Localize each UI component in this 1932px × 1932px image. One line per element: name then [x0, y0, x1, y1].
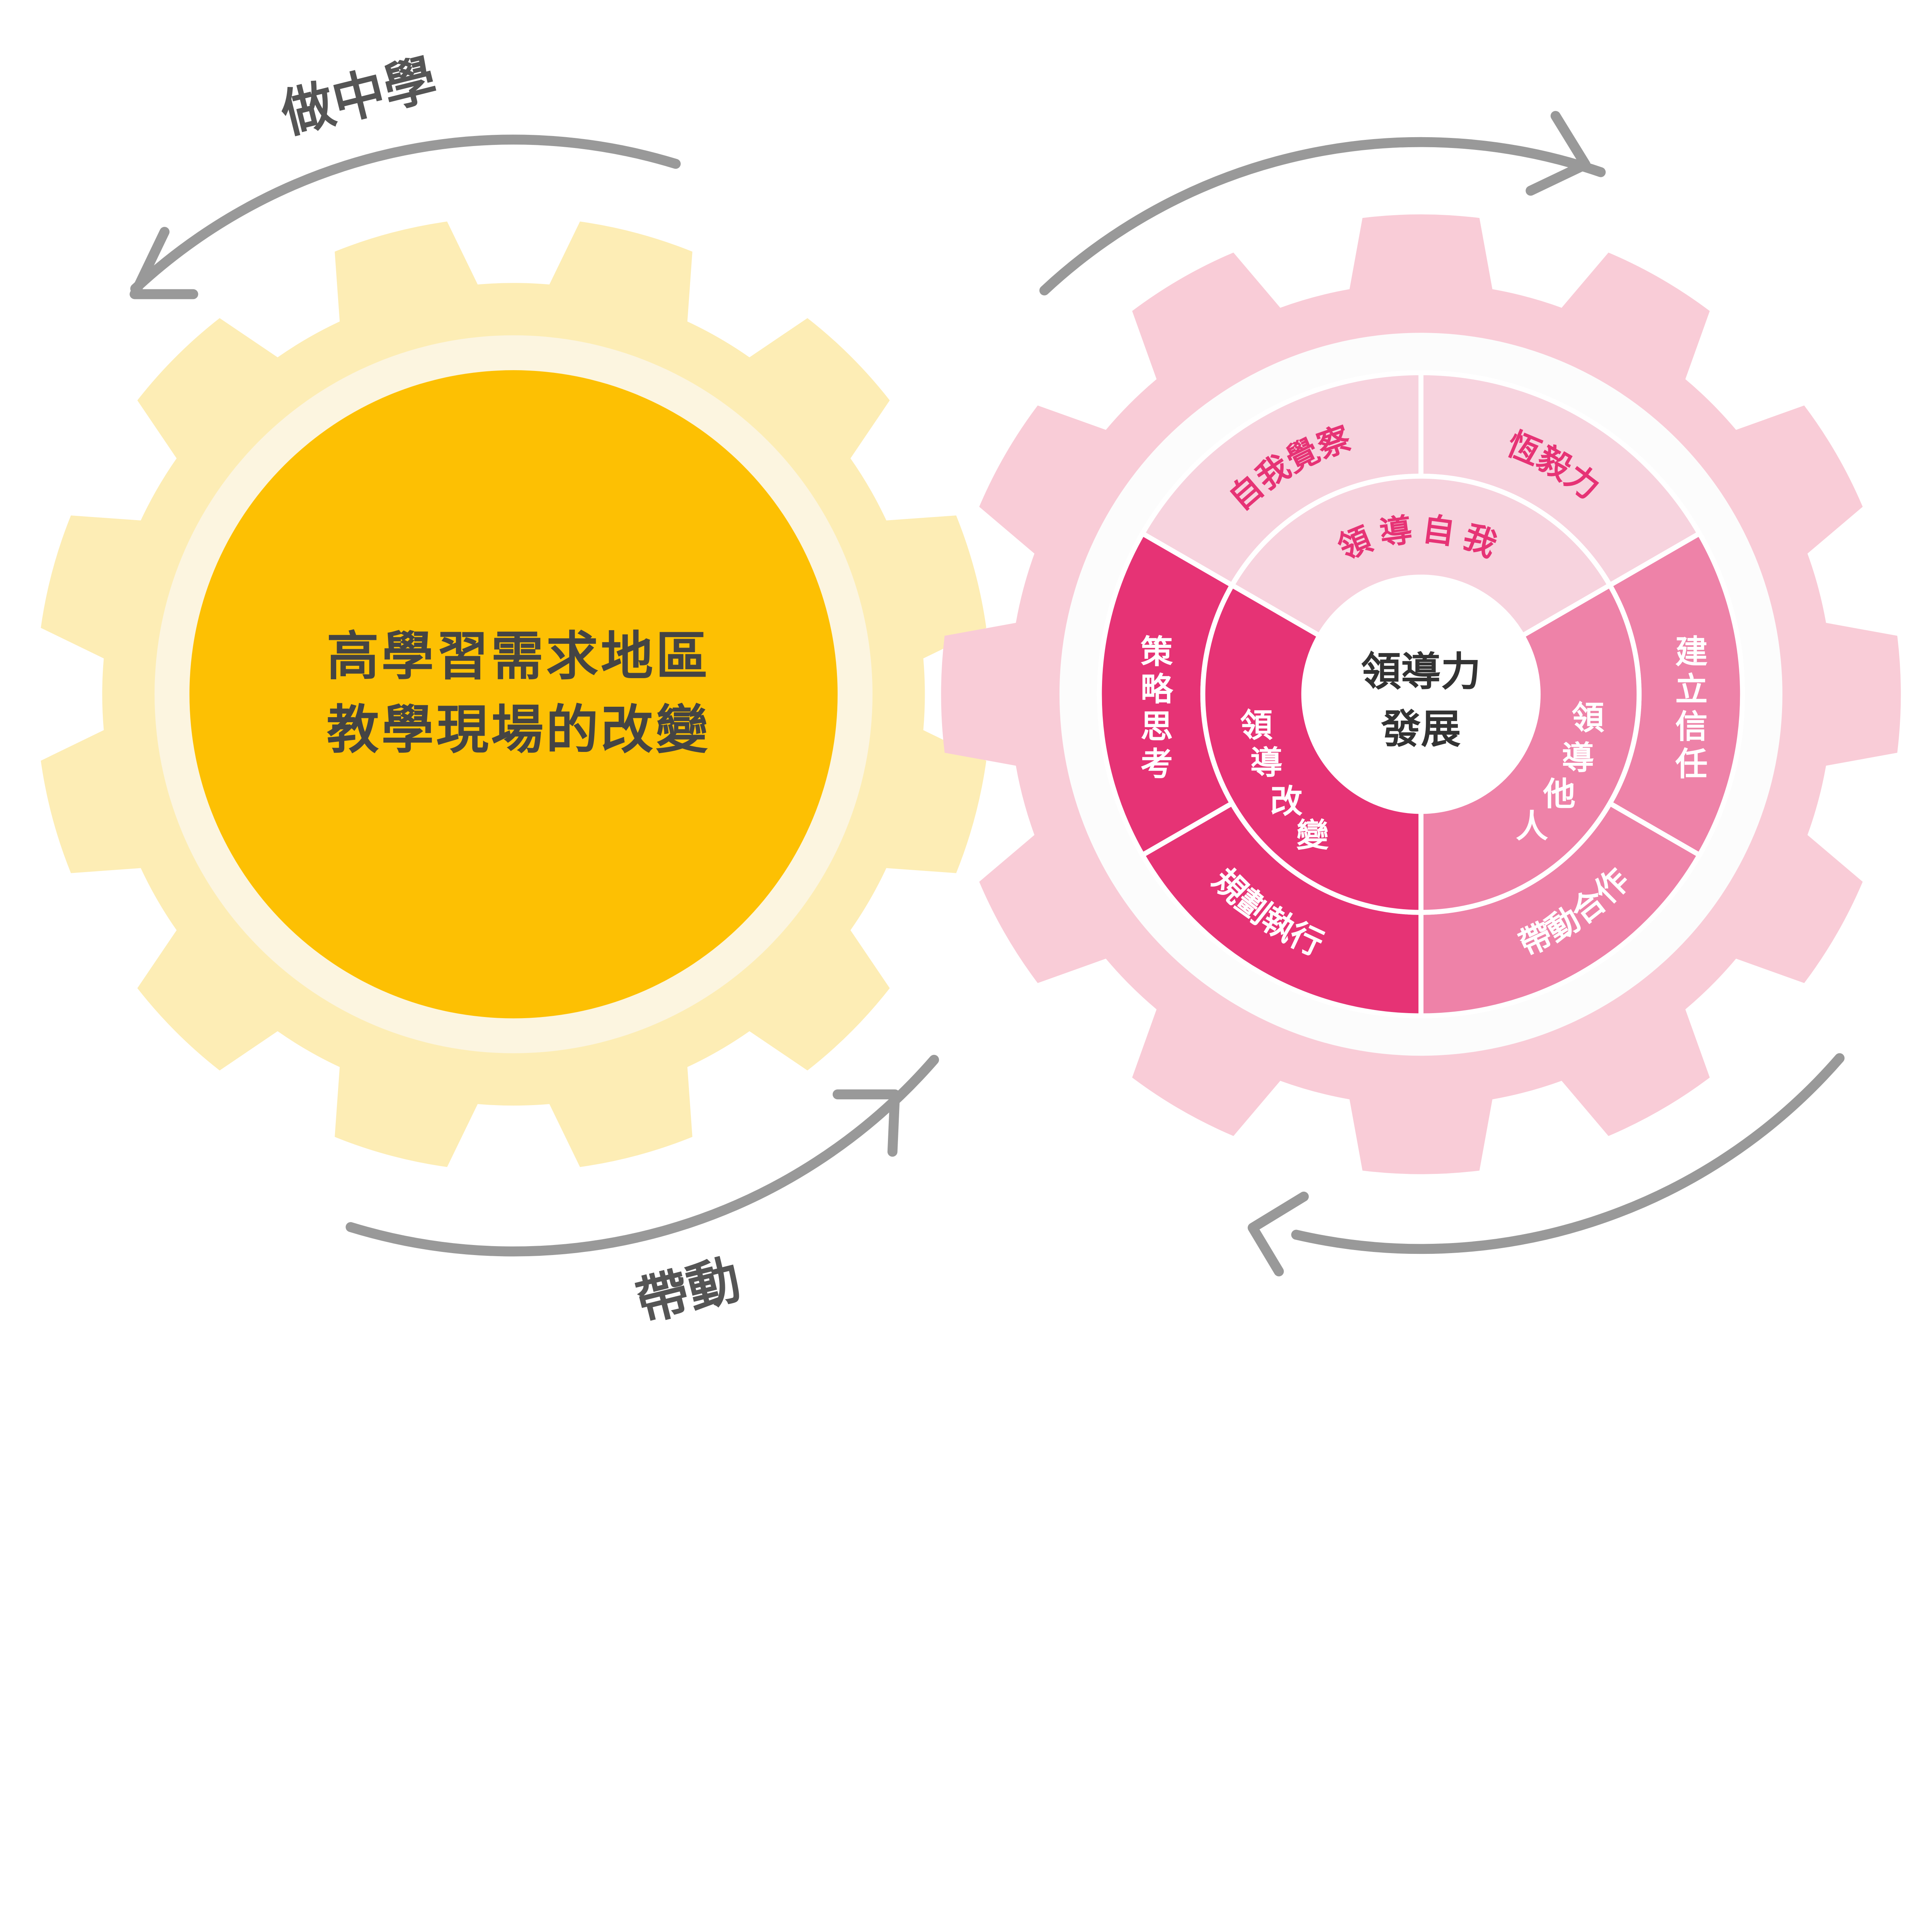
left-gear-title-line2: 教學現場的改變 [327, 699, 710, 760]
label-lead-others: 領導他人 [1516, 699, 1604, 845]
arrow-bottom-left [345, 1054, 939, 1257]
center-title-line2: 發展 [1381, 706, 1461, 753]
arrow-top-left [130, 134, 681, 294]
diagram-canvas: 高學習需求地區 教學現場的改變 領導力 發展 自我覺察 恆毅力 規劃執行 帶動合… [41, 48, 1901, 1333]
arrowhead-top-left-icon [129, 227, 198, 299]
arrowhead-top-right-icon [1526, 111, 1591, 196]
arrow-top-right [1039, 137, 1606, 296]
arrow-bottom-right [1291, 1053, 1845, 1254]
right-gear: 領導力 發展 自我覺察 恆毅力 規劃執行 帶動合作 領導自我 策略思考 建立信任… [941, 214, 1901, 1174]
label-learning-by-doing: 做中學 [275, 48, 442, 145]
arrowhead-bottom-right-icon [1248, 1191, 1309, 1277]
center-title-line1: 領導力 [1361, 649, 1481, 695]
arrowhead-bottom-left-icon [832, 1089, 900, 1157]
center-circle [1304, 577, 1538, 811]
label-strategic-thinking: 策略思考 [1141, 633, 1174, 783]
label-build-trust: 建立信任 [1675, 633, 1708, 783]
segment-wheel [1097, 370, 1745, 1019]
left-gear: 高學習需求地區 教學現場的改變 [41, 221, 986, 1167]
label-drive: 帶動 [630, 1248, 746, 1333]
label-lead-change: 領導改變 [1240, 706, 1329, 854]
left-gear-core [189, 370, 838, 1019]
left-gear-title-line1: 高學習需求地區 [327, 626, 710, 687]
